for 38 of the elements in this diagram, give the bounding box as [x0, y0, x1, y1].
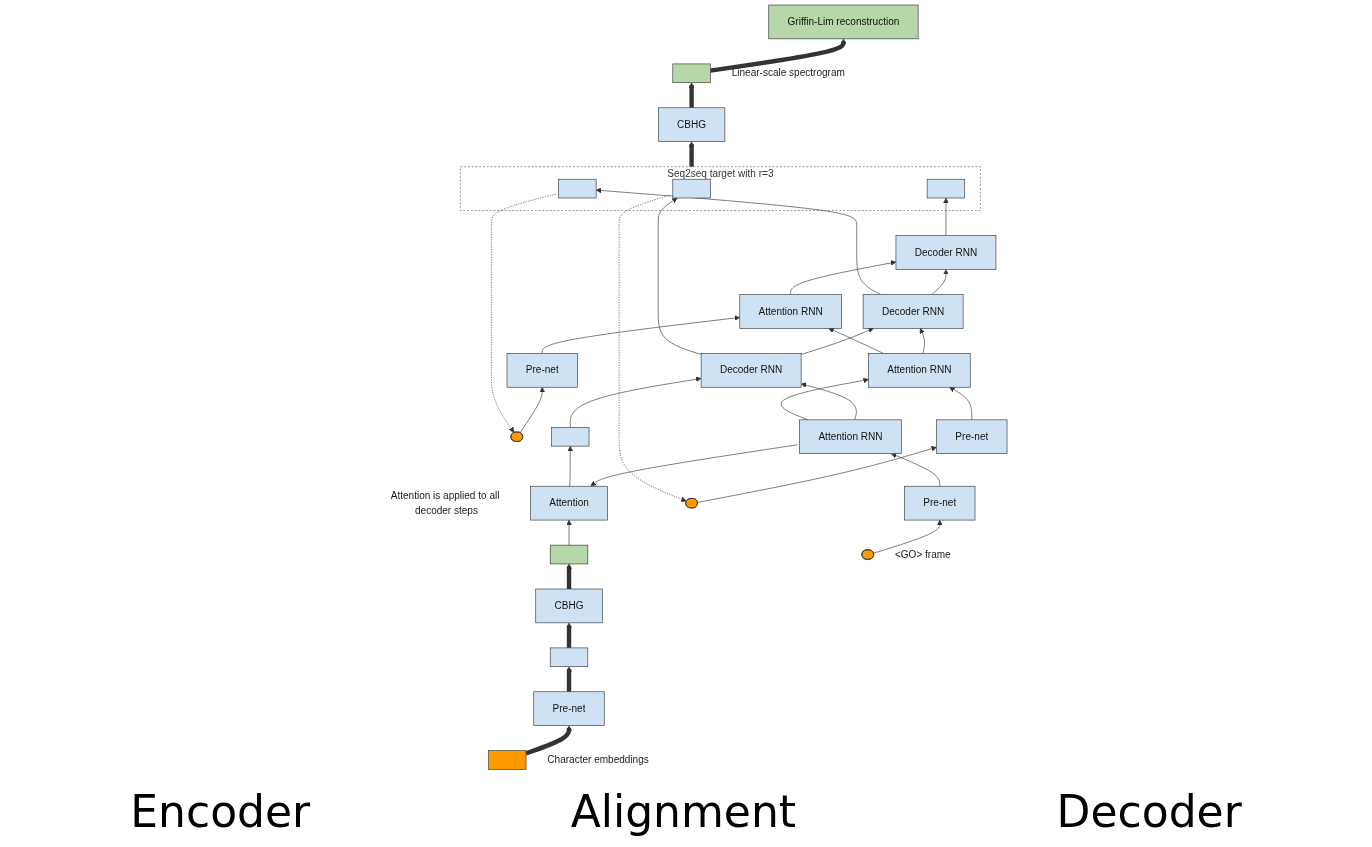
node-box — [549, 544, 589, 565]
node-box: CBHG — [535, 588, 603, 624]
node-box — [926, 178, 966, 199]
node-label: Seq2seq target with r=3 — [667, 168, 774, 180]
node-box — [488, 750, 527, 770]
arrow — [710, 38, 847, 73]
section-label: Decoder — [1056, 786, 1242, 837]
node-box: Attention RNN — [799, 419, 902, 454]
section-label: Encoder — [130, 786, 311, 837]
node-label: Linear-scale spectrogram — [731, 67, 845, 79]
node-box: Pre-net — [936, 419, 1008, 454]
node-box: Attention RNN — [739, 294, 842, 329]
arrow — [688, 82, 695, 108]
node-box — [672, 178, 711, 199]
node-box: Griffin-Lim reconstruction — [768, 4, 919, 40]
node-box: Decoder RNN — [862, 294, 964, 329]
arrow — [688, 141, 695, 167]
node-box — [672, 63, 711, 84]
node-box — [558, 178, 597, 199]
node-box: Decoder RNN — [700, 353, 802, 388]
node-box: Pre-net — [533, 691, 605, 726]
node-box — [549, 647, 589, 667]
arrow — [566, 622, 572, 648]
arrow — [566, 563, 572, 590]
arrow — [566, 666, 572, 692]
node-label: Attention is applied to all decoder steps — [390, 490, 500, 516]
node-box: Attention RNN — [868, 353, 971, 388]
node-box: Pre-net — [904, 485, 976, 521]
node-box: Pre-net — [506, 353, 578, 388]
cluster — [460, 166, 981, 211]
section-label: Alignment — [570, 786, 797, 837]
node-box: CBHG — [657, 107, 726, 142]
node-box — [551, 427, 590, 447]
node-box: Decoder RNN — [895, 235, 997, 270]
node-label: <GO> frame — [894, 548, 951, 560]
node-box: Attention — [530, 485, 608, 521]
arrow — [525, 725, 572, 756]
node-label: Character embeddings — [547, 754, 649, 766]
